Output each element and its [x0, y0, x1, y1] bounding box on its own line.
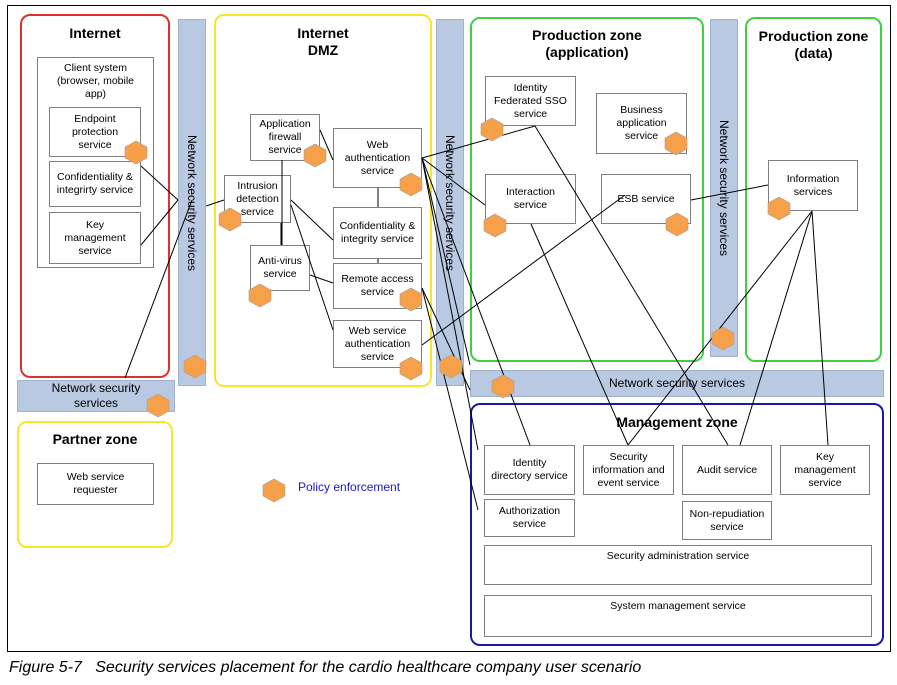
dmz-zone-title: Internet DMZ	[297, 25, 349, 58]
web-service-requester-box: Web service requester	[37, 463, 154, 505]
partner-zone-title: Partner zone	[52, 431, 138, 447]
figure-caption: Figure 5-7 Security services placement f…	[9, 659, 642, 676]
web-authentication-box: Web authentication service	[333, 128, 422, 188]
audit-service-box: Audit service	[682, 445, 772, 495]
key-management-client-box: Key management service	[49, 212, 141, 264]
management-zone-title: Management zone	[616, 414, 738, 430]
intrusion-detection-box: Intrusion detection service	[224, 175, 291, 223]
key-management-mgmt-box: Key management service	[780, 445, 870, 495]
esb-service-box: ESB service	[601, 174, 691, 224]
network-security-band-left: Network security services	[17, 380, 175, 412]
partner-zone: Partner zone	[17, 421, 173, 548]
web-service-authentication-box: Web service authentication service	[333, 320, 422, 368]
system-management-box: System management service	[484, 595, 872, 637]
business-application-box: Business application service	[596, 93, 687, 154]
security-administration-box: Security administration service	[484, 545, 872, 585]
network-security-band-1: Network security services	[178, 19, 206, 386]
network-security-band-2: Network security services	[436, 19, 464, 386]
anti-virus-box: Anti-virus service	[250, 245, 310, 291]
remote-access-box: Remote access service	[333, 263, 422, 309]
identity-directory-box: Identity directory service	[484, 445, 575, 495]
information-services-box: Information services	[768, 160, 858, 211]
siem-box: Security information and event service	[583, 445, 674, 495]
confidentiality-dmz-box: Confidentiality & integrity service	[333, 207, 422, 259]
authorization-box: Authorization service	[484, 499, 575, 537]
non-repudiation-box: Non-repudiation service	[682, 501, 772, 540]
network-security-band-3: Network security services	[710, 19, 738, 357]
network-security-band-right: Network security services	[470, 370, 884, 397]
identity-sso-box: Identity Federated SSO service	[485, 76, 576, 126]
network-security-band-1-label: Network security services	[185, 134, 199, 271]
production-app-zone-title: Production zone (application)	[532, 27, 642, 60]
production-data-zone-title: Production zone (data)	[758, 28, 869, 61]
interaction-service-box: Interaction service	[485, 174, 576, 224]
internet-zone-title: Internet	[69, 25, 121, 41]
network-security-band-3-label: Network security services	[717, 119, 731, 257]
endpoint-protection-box: Endpoint protection service	[49, 107, 141, 157]
policy-enforcement-legend: Policy enforcement	[298, 480, 401, 494]
network-security-band-2-label: Network security services	[443, 134, 457, 271]
application-firewall-box: Application firewall service	[250, 114, 320, 161]
confidentiality-client-box: Confidentiality & integrirty service	[49, 161, 141, 207]
